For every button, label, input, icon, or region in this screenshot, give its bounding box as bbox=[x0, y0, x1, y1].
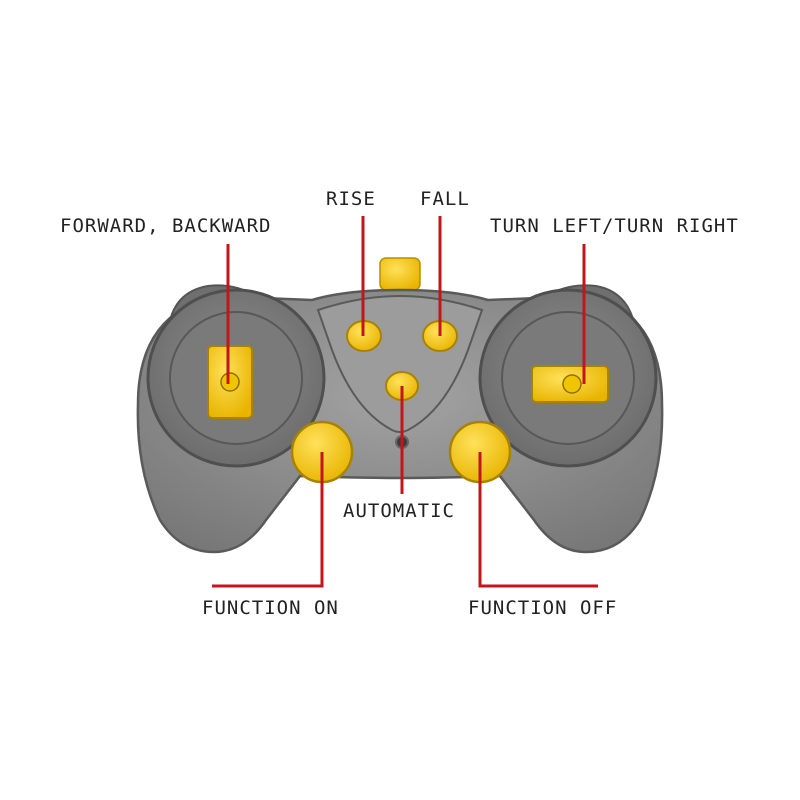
leader-lines bbox=[212, 216, 598, 588]
label-function-off: FUNCTION OFF bbox=[468, 597, 618, 619]
label-automatic: AUTOMATIC bbox=[343, 500, 455, 522]
label-turn-left-right: TURN LEFT/TURN RIGHT bbox=[490, 215, 739, 237]
leader-function-off bbox=[478, 452, 598, 588]
label-fall: FALL bbox=[420, 188, 470, 210]
label-forward-backward: FORWARD, BACKWARD bbox=[60, 215, 272, 237]
label-rise: RISE bbox=[326, 188, 376, 210]
label-function-on: FUNCTION ON bbox=[202, 597, 339, 619]
leader-function-on bbox=[212, 452, 324, 588]
top-trigger[interactable] bbox=[379, 257, 421, 291]
